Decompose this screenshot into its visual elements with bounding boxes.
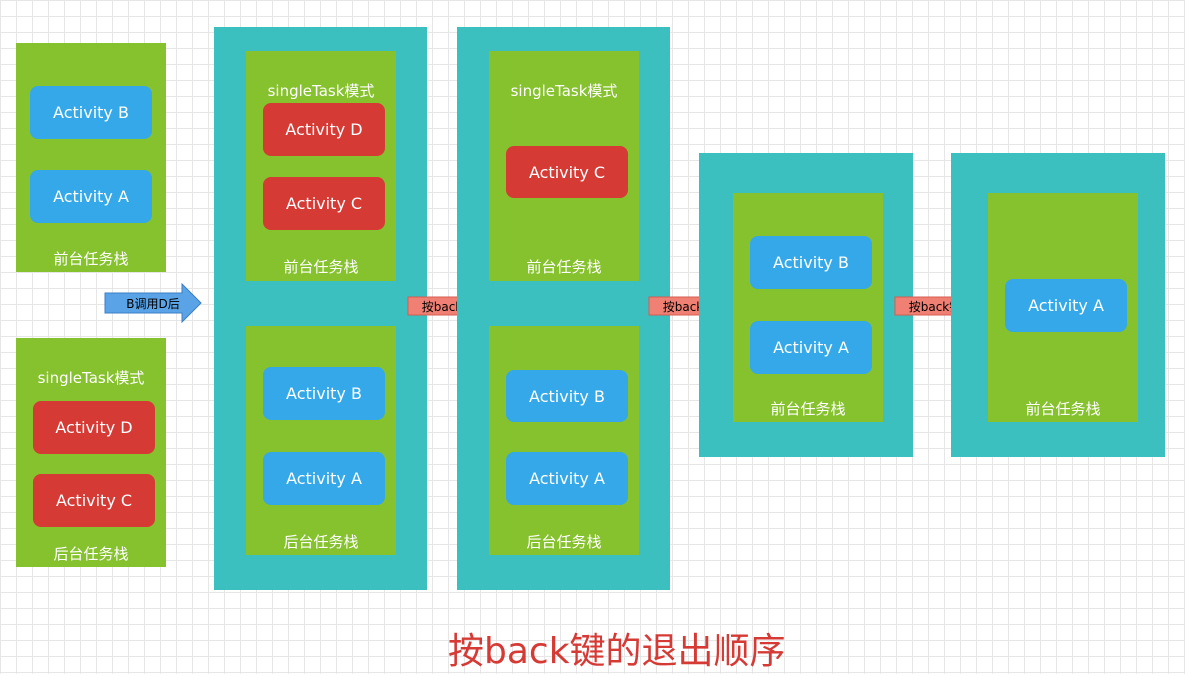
arrow-b-calls-d [104,283,202,323]
stage1-fg-activity-d: Activity D [263,103,385,156]
stage2-bg-label: 后台任务栈 [526,533,602,551]
stage3-foreground-stack [733,193,883,422]
stage3-fg-label: 前台任务栈 [770,400,846,418]
stage1-fg-label: 前台任务栈 [283,258,359,276]
stage2-fg-activity-c: Activity C [506,146,628,198]
initial-bg-mode-label: singleTask模式 [37,369,145,387]
stage1-fg-mode-label: singleTask模式 [267,82,375,100]
initial-fg-activity-a: Activity A [30,170,152,223]
initial-bg-activity-d: Activity D [33,401,155,454]
stage1-foreground-stack [246,51,396,281]
initial-fg-activity-b: Activity B [30,86,152,139]
stage1-bg-activity-a: Activity A [263,452,385,505]
stage2-bg-activity-b: Activity B [506,370,628,422]
stage2-bg-activity-a: Activity A [506,452,628,505]
stage4-fg-label: 前台任务栈 [1025,400,1101,418]
stage3-fg-activity-b: Activity B [750,236,872,289]
arrow-press-back-3-label: 按back键 [908,299,962,314]
stage1-fg-activity-c: Activity C [263,177,385,230]
initial-bg-activity-c: Activity C [33,474,155,527]
initial-foreground-stack [16,43,166,272]
stage1-bg-label: 后台任务栈 [283,533,359,551]
stage2-background-stack [489,326,639,555]
arrow-b-calls-d-label: B调用D后 [126,296,180,311]
diagram-title: 按back键的退出顺序 [448,631,786,672]
initial-fg-label: 前台任务栈 [53,250,129,268]
stage4-fg-activity-a: Activity A [1005,279,1127,332]
initial-bg-label: 后台任务栈 [53,545,129,563]
stage3-fg-activity-a: Activity A [750,321,872,374]
stage2-fg-mode-label: singleTask模式 [510,82,618,100]
stage1-bg-activity-b: Activity B [263,367,385,420]
stage1-background-stack [246,326,396,555]
stage2-fg-label: 前台任务栈 [526,258,602,276]
